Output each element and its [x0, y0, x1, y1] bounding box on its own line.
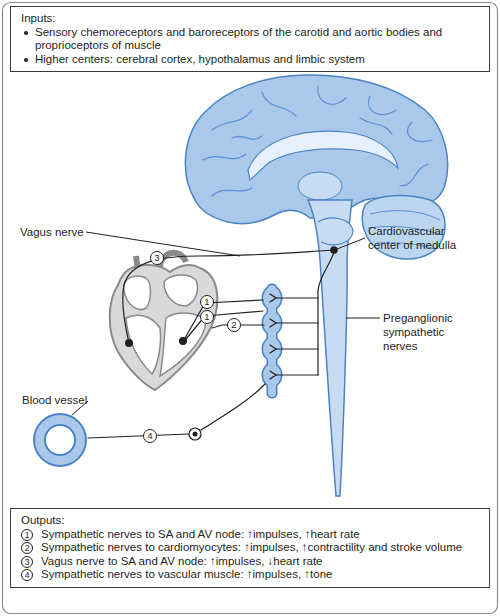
- folia-line: [370, 211, 440, 220]
- part-label: Blood vessel: [22, 393, 87, 407]
- part-label: Vagus nerve: [20, 225, 84, 239]
- sympathetic-chain: [262, 284, 283, 399]
- preganglionic-branch: [276, 322, 318, 323]
- vagus-nerve-line: [123, 250, 334, 343]
- leader-line: [337, 238, 365, 249]
- callout-number: 1: [21, 529, 33, 541]
- vessel-lumen: [45, 425, 75, 455]
- callout-number: 2: [227, 318, 241, 332]
- left-atrium: [164, 275, 198, 306]
- medulla-center-dot: [330, 246, 338, 254]
- leader-lines: [72, 232, 380, 415]
- postganglionic-nerve: [201, 384, 265, 430]
- info-box: Inputs:Sensory chemoreceptors and barore…: [10, 6, 490, 72]
- vessel-muscle: [35, 415, 85, 465]
- leader-line: [346, 318, 380, 319]
- output-item: Sympathetic nerves to SA and AV node: ↑i…: [41, 528, 479, 542]
- callout-number: 1: [200, 295, 214, 309]
- synapse-fork: [270, 294, 276, 379]
- thalamus: [298, 172, 342, 200]
- preganglionic-branch: [276, 374, 318, 375]
- info-box: Outputs:1 Sympathetic nerves to SA and AV…: [10, 508, 490, 588]
- postganglionic-nerve: [88, 434, 189, 438]
- output-item: Sympathetic nerves to cardiomyocytes: ↑i…: [41, 541, 479, 555]
- output-item: Vagus nerve to SA and AV node: ↑impulses…: [41, 555, 479, 569]
- postganglionic-nerve: [186, 311, 263, 339]
- gyrus-line: [400, 164, 428, 186]
- part-label: Preganglionic sympathetic nerves: [383, 311, 465, 353]
- callout-number: 4: [21, 569, 33, 581]
- vessel-adventitia: [33, 413, 87, 467]
- chain-fill: [263, 285, 281, 397]
- bullet-item: Sensory chemoreceptors and baroreceptors…: [21, 26, 479, 53]
- sa-node-dot: [125, 339, 133, 347]
- output-item: Sympathetic nerves to vascular muscle: ↑…: [41, 568, 479, 582]
- gyrus-line: [203, 154, 246, 160]
- preganglionic-pathway: [318, 252, 334, 375]
- right-ventricle: [126, 315, 161, 374]
- preganglionic-branch: [276, 297, 318, 298]
- part-label: Cardiovascular center of medulla: [368, 224, 478, 252]
- gyrus-line: [212, 188, 252, 196]
- chain-outline: [262, 284, 283, 399]
- callout-number: 3: [21, 556, 33, 568]
- blood-vessel: [33, 413, 87, 467]
- gyrus-line: [232, 136, 262, 139]
- av-node-dot: [179, 337, 187, 345]
- outer-frame: [3, 3, 498, 614]
- postganglionic-nerve: [185, 300, 263, 338]
- nerves: [88, 250, 334, 438]
- gyrus-line: [262, 92, 296, 116]
- callout-number: 2: [21, 542, 33, 554]
- gyrus-line: [318, 86, 346, 104]
- box-heading: Outputs:: [21, 514, 479, 528]
- pons: [318, 218, 353, 245]
- leader-line: [86, 232, 240, 256]
- callout-number: 1: [200, 310, 214, 324]
- box-heading: Inputs:: [21, 12, 479, 26]
- ganglion-dot: [193, 432, 198, 437]
- gyrus-line: [360, 118, 392, 134]
- right-atrium: [124, 276, 151, 309]
- brainstem-spinal-cord: [308, 200, 352, 496]
- ganglion-symbol: [189, 428, 201, 440]
- heart: [110, 253, 218, 390]
- brain: [185, 75, 447, 496]
- gyrus-line: [212, 110, 252, 130]
- callout-number: 4: [143, 429, 157, 443]
- preganglionic-branch: [276, 348, 318, 349]
- callout-number: 3: [150, 251, 164, 265]
- gyrus-line: [369, 96, 396, 114]
- gyrus-line: [408, 122, 432, 142]
- bullet-item: Higher centers: cerebral cortex, hypotha…: [21, 53, 479, 67]
